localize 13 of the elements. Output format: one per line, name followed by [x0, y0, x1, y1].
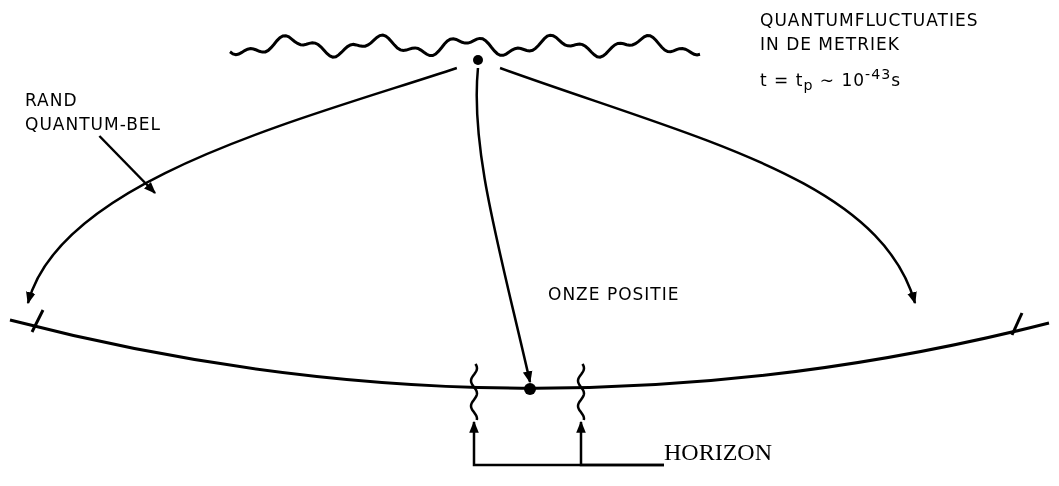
- arrow: [26, 66, 458, 305]
- leader-line: [98, 135, 156, 194]
- planck-time-formula: t = t$_{p}$ ∼ 10$^{-43}$s: [760, 65, 903, 96]
- arrow: [576, 420, 664, 467]
- fluctuation-label: QUANTUMFLUCTUATIES IN DE METRIEK: [760, 9, 975, 56]
- horizon-label: HORIZON: [664, 440, 824, 464]
- arrow: [475, 67, 533, 384]
- bubble-edge-label: RAND QUANTUM-BEL: [25, 88, 180, 136]
- position-label: ONZE POSITIE: [548, 283, 681, 306]
- horizon-squiggle: [574, 362, 588, 422]
- horizon-squiggle: [467, 362, 481, 422]
- position-dot: [523, 382, 537, 396]
- arrow: [499, 66, 917, 305]
